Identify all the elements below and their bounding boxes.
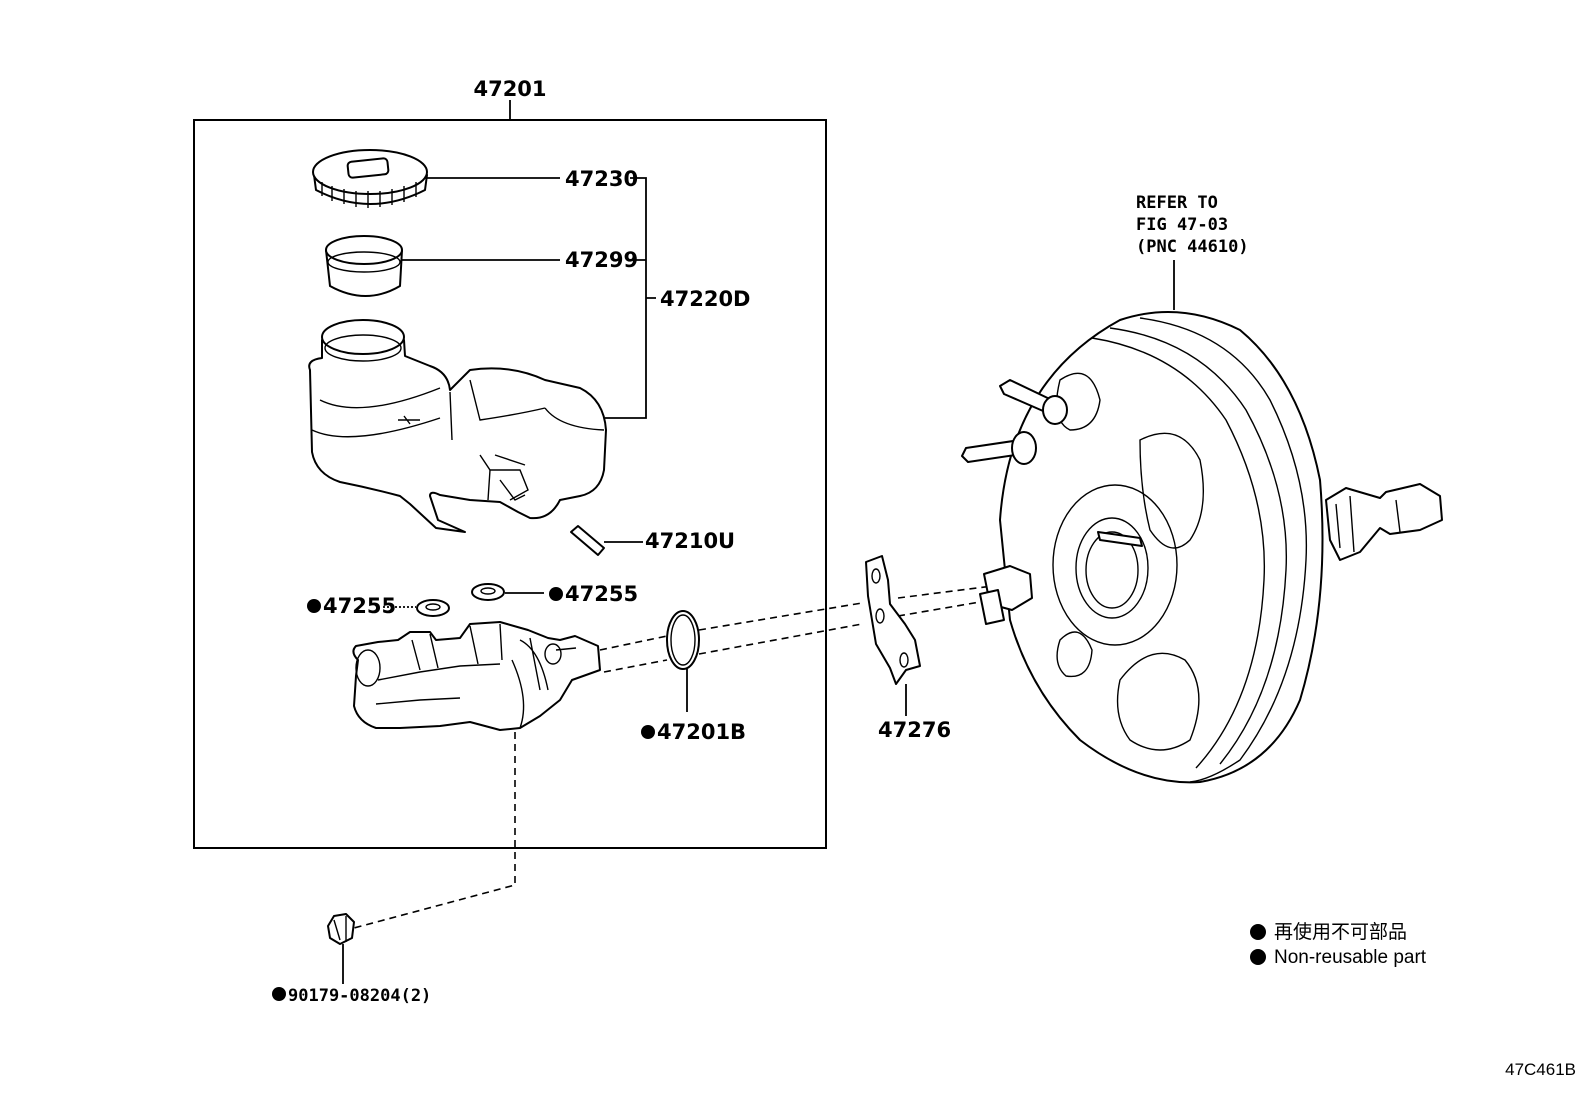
label-grommet-left: 47255 [323,594,396,618]
label-strainer: 47299 [565,248,638,272]
nut [327,913,355,945]
gasket [865,555,921,685]
legend: 再使用不可部品 Non-reusable part [1250,921,1427,968]
pin [570,525,605,556]
label-gasket: 47276 [878,718,951,742]
label-o-ring: 47201B [657,720,746,744]
reservoir-tank [308,319,607,533]
figure-id: 47C461B [1505,1060,1576,1079]
reservoir-cap [312,149,428,208]
ref-line-3: (PNC 44610) [1136,237,1249,257]
master-cylinder [352,621,601,731]
ref-line-1: REFER TO [1136,193,1218,213]
grommet-right [471,583,505,601]
legend-english: Non-reusable part [1274,947,1427,968]
reservoir-strainer [325,235,403,297]
legend-japanese: 再使用不可部品 [1274,921,1407,943]
label-nut: 90179-08204(2) [288,986,431,1006]
label-pin: 47210U [645,529,735,553]
label-assembly: 47201 [473,77,546,101]
label-grommet-right: 47255 [565,582,638,606]
ref-line-2: FIG 47-03 [1136,215,1228,235]
brake-booster [961,311,1443,784]
o-ring [666,610,700,670]
label-reservoir-set: 47220D [660,287,751,311]
grommet-left [416,599,450,617]
label-cap: 47230 [565,167,638,191]
